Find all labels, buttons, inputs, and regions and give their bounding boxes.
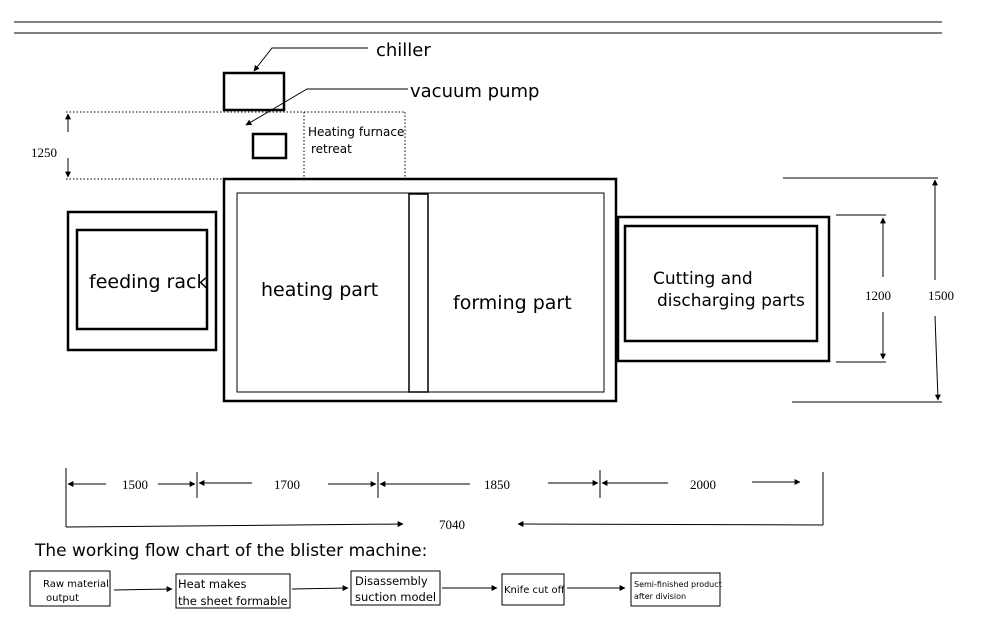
chiller-label: chiller [376, 40, 431, 61]
flow-step-3-line2: suction model [355, 590, 436, 604]
cutting-inner [623, 224, 819, 343]
cutting-inner-height-value: 1200 [865, 288, 891, 303]
vacuum-pump-leader [245, 88, 408, 126]
flow-step-4-label: Knife cut off [504, 585, 566, 596]
seg-feeding-value: 1500 [122, 477, 148, 492]
feeding-rack-outer [66, 210, 218, 352]
divider-bar [408, 193, 429, 393]
furnace-height-value: 1250 [31, 145, 57, 160]
heating-furnace-retreat-zone [66, 111, 406, 180]
seg-heating-value: 1700 [274, 477, 300, 492]
flow-step-3-line1: Disassembly [355, 574, 428, 588]
seg-forming-value: 1850 [484, 477, 510, 492]
flow-step-3-box [350, 570, 441, 606]
feeding-rack-inner [75, 228, 209, 331]
cutting-outer-height-value: 1500 [928, 288, 954, 303]
flow-arrow-1 [113, 586, 173, 593]
flow-step-1-box [29, 570, 111, 607]
flow-arrow-2 [291, 585, 349, 592]
cutting-outer [616, 215, 831, 363]
flow-step-1-line1: Raw material [43, 579, 109, 590]
flow-step-5-line1: Semi-finished product [634, 580, 722, 589]
total-length-value: 7040 [439, 517, 465, 532]
flow-step-5-box [630, 572, 721, 607]
vacuum-pump-label: vacuum pump [410, 81, 539, 102]
vacuum-pump-box [251, 132, 288, 160]
flow-step-2-line2: the sheet formable [178, 594, 288, 608]
chiller-box [222, 71, 286, 112]
flow-step-2-box [175, 573, 291, 609]
flow-step-2-line1: Heat makes [178, 577, 247, 591]
cutting-inner-height-dimension [836, 214, 886, 363]
furnace-label-line2: retreat [311, 142, 352, 156]
cutting-label-line2: discharging parts [657, 291, 805, 311]
seg-cutting-value: 2000 [690, 477, 716, 492]
flow-step-1-line2: output [46, 593, 79, 604]
cutting-outer-height-dimension [783, 177, 942, 403]
heating-part-label: heating part [261, 279, 378, 301]
flow-step-5-line2: after division [634, 592, 686, 601]
length-dimension-lines [65, 468, 824, 528]
feeding-rack-label: feeding rack [89, 271, 207, 293]
flow-step-4-box [501, 573, 565, 606]
main-machine-outer [222, 177, 618, 403]
header-rules [14, 21, 942, 34]
cutting-label-line1: Cutting and [653, 269, 753, 289]
forming-part-label: forming part [453, 292, 572, 314]
furnace-label-line1: Heating furnace [308, 125, 404, 139]
flow-chart-title: The working flow chart of the blister ma… [34, 541, 427, 561]
chiller-leader [253, 47, 368, 72]
